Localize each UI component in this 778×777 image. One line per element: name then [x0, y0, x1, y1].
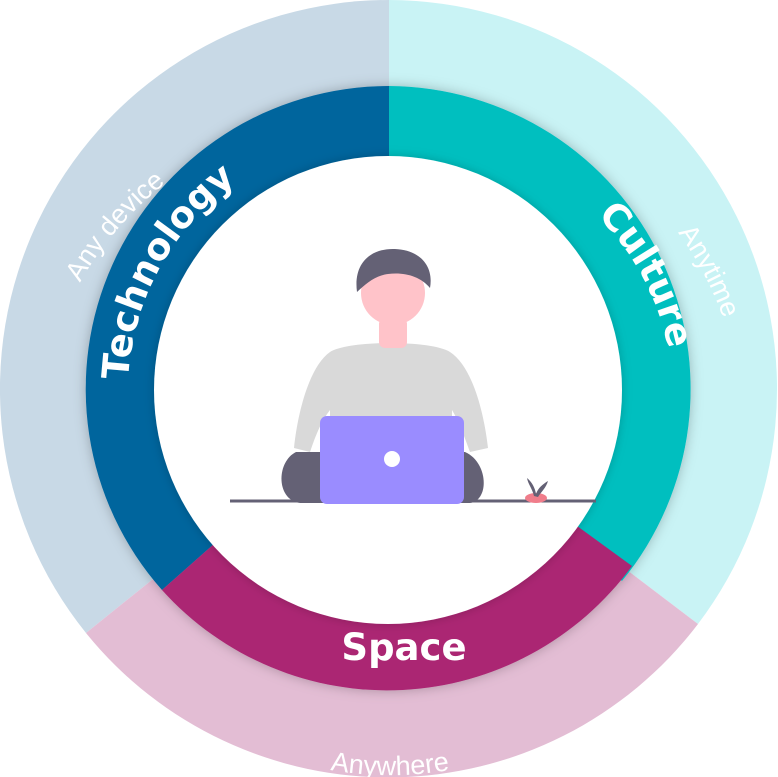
svg-text:Anywhere: Anywhere: [329, 746, 450, 777]
laptop-logo: [384, 451, 400, 467]
person-with-laptop-illustration: [230, 248, 596, 504]
plant-leaves: [527, 478, 548, 497]
space-label: Space: [341, 626, 466, 669]
person-hair: [356, 248, 431, 292]
anywhere-label: Anywhere: [329, 746, 450, 777]
plant-pot: [525, 493, 547, 503]
person-shirt: [294, 343, 488, 452]
person-neck: [379, 318, 407, 348]
